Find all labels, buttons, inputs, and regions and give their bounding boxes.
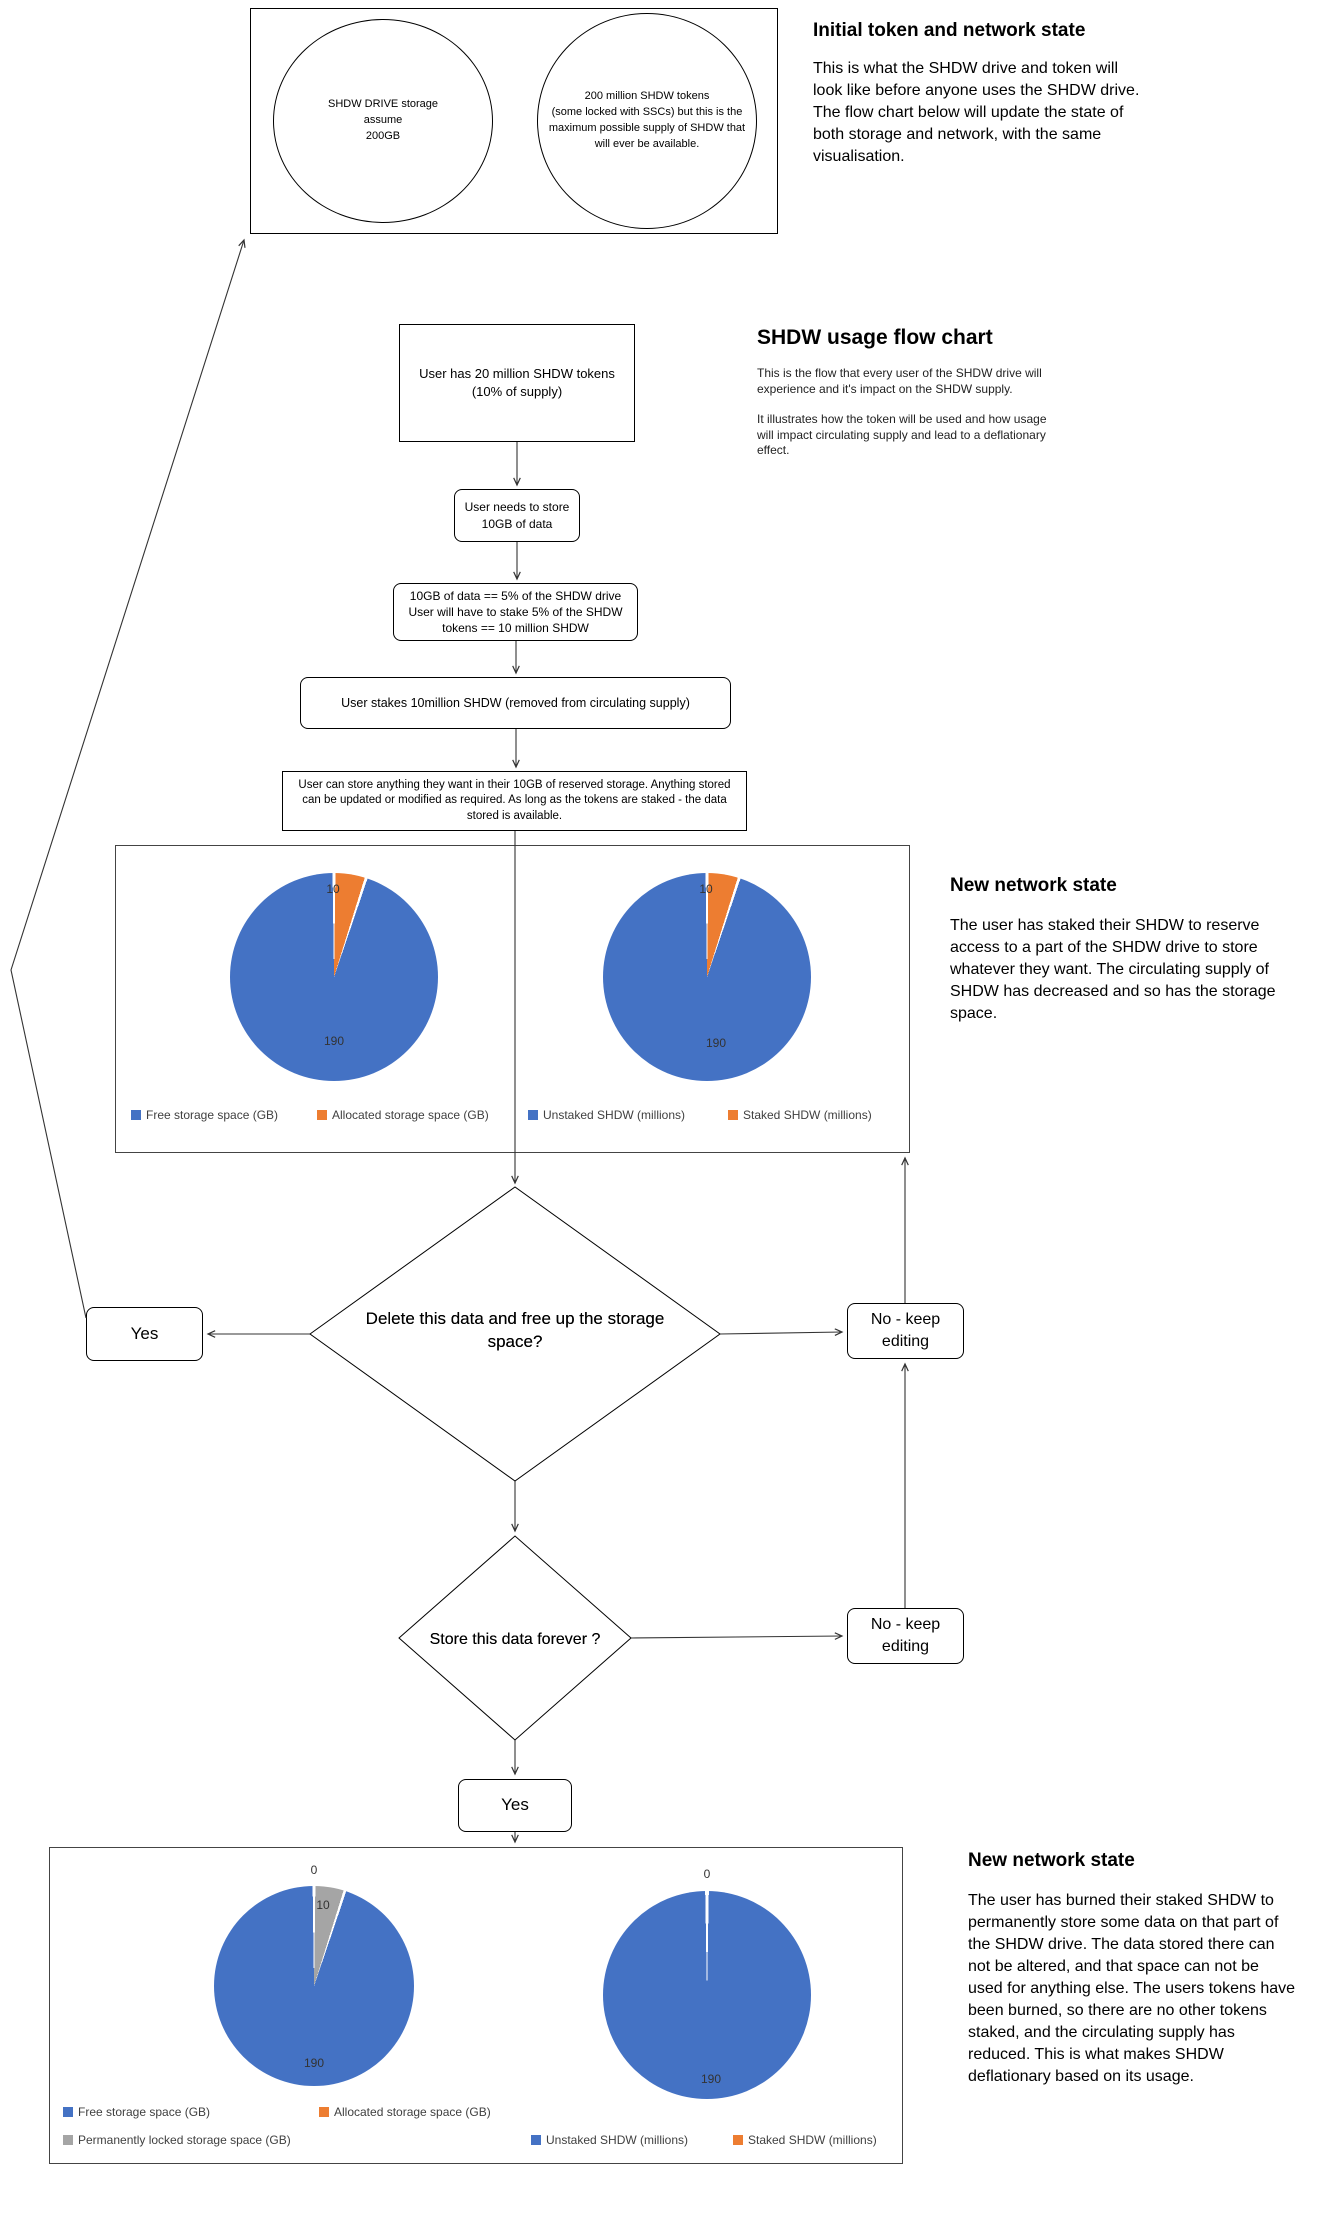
pie-label-state2-free: 190 xyxy=(303,2056,325,2070)
legend-swatch-blue xyxy=(63,2107,73,2117)
legend-swatch-orange xyxy=(319,2107,329,2117)
legend-label-free-storage: Free storage space (GB) xyxy=(146,1108,279,1122)
legend-item-unstaked: Unstaked SHDW (millions) xyxy=(528,1108,685,1122)
initial-state-description: This is what the SHDW drive and token wi… xyxy=(813,60,1140,165)
legend-item-locked-storage: Permanently locked storage space (GB) xyxy=(63,2133,291,2147)
legend-swatch-orange xyxy=(733,2135,743,2145)
pie-state2-tokens xyxy=(603,1891,811,2099)
legend-label-staked: Staked SHDW (millions) xyxy=(743,1108,872,1122)
step-user-tokens: User has 20 million SHDW tokens (10% of … xyxy=(399,324,635,442)
step-store-need: User needs to store 10GB of data xyxy=(454,489,580,542)
initial-state-heading: Initial token and network state xyxy=(813,20,1086,41)
network-state-1-description: The user has staked their SHDW to reserv… xyxy=(950,917,1276,1022)
step-stake-calc-text: 10GB of data == 5% of the SHDW drive Use… xyxy=(408,588,623,636)
pie-label-state1-unstaked: 190 xyxy=(705,1036,727,1050)
legend-label-staked-2: Staked SHDW (millions) xyxy=(748,2133,877,2147)
legend-swatch-orange xyxy=(317,1110,327,1120)
step-user-tokens-text: User has 20 million SHDW tokens (10% of … xyxy=(419,366,615,399)
legend-label-free-storage-2: Free storage space (GB) xyxy=(78,2105,211,2119)
arrow-decision2-to-no2 xyxy=(630,1632,844,1640)
pie-label-state1-free: 190 xyxy=(323,1034,345,1048)
legend-swatch-blue xyxy=(531,2135,541,2145)
arrow-decision1-to-no1 xyxy=(719,1328,844,1336)
legend-label-unstaked: Unstaked SHDW (millions) xyxy=(543,1108,686,1122)
legend-label-unstaked-2: Unstaked SHDW (millions) xyxy=(546,2133,689,2147)
no-node-2-label: No - keep editing xyxy=(870,1616,941,1655)
step-store-anything-text: User can store anything they want in the… xyxy=(298,778,731,822)
initial-state-panel: SHDW DRIVE storage assume 200GB 200 mill… xyxy=(250,8,778,234)
step-store-need-text: User needs to store 10GB of data xyxy=(464,500,570,531)
legend-item-staked-2: Staked SHDW (millions) xyxy=(733,2133,877,2147)
token-circle-text: 200 million SHDW tokens (some locked wit… xyxy=(548,90,746,150)
yes-node-2-label: Yes xyxy=(501,1795,529,1815)
storage-circle-text: SHDW DRIVE storage assume 200GB xyxy=(327,98,439,142)
step-stake-text: User stakes 10million SHDW (removed from… xyxy=(341,695,690,710)
pie-state2-storage xyxy=(214,1886,414,2086)
no-node-1: No - keep editing xyxy=(847,1303,964,1359)
flow-chart-description-1: This is the flow that every user of the … xyxy=(757,366,1042,396)
yes-node-2: Yes xyxy=(458,1779,572,1832)
storage-circle: SHDW DRIVE storage assume 200GB xyxy=(273,19,493,223)
pie-label-state1-allocated: 10 xyxy=(326,882,340,896)
step-stake: User stakes 10million SHDW (removed from… xyxy=(300,677,731,729)
legend-item-unstaked-2: Unstaked SHDW (millions) xyxy=(531,2133,688,2147)
legend-label-locked-storage: Permanently locked storage space (GB) xyxy=(78,2133,291,2147)
network-state-2-panel: 0 10 190 0 190 Free storage space (GB) A… xyxy=(49,1847,903,2164)
decision-forever-label-overlay: Store this data forever ? xyxy=(429,1631,601,1648)
pie-label-state2-unstaked: 190 xyxy=(700,2072,722,2086)
network-state-2-description: The user has burned their staked SHDW to… xyxy=(968,1892,1296,2085)
legend-item-allocated-storage: Allocated storage space (GB) xyxy=(317,1108,489,1122)
legend-item-free-storage-2: Free storage space (GB) xyxy=(63,2105,210,2119)
token-circle: 200 million SHDW tokens (some locked wit… xyxy=(537,13,757,229)
step-stake-calc: 10GB of data == 5% of the SHDW drive Use… xyxy=(393,583,638,641)
legend-item-allocated-storage-2: Allocated storage space (GB) xyxy=(319,2105,491,2119)
yes-node-1: Yes xyxy=(86,1307,203,1361)
pie-label-state1-staked: 10 xyxy=(699,882,713,896)
legend-swatch-gray xyxy=(63,2135,73,2145)
no-node-1-label: No - keep editing xyxy=(870,1311,941,1350)
legend-swatch-orange xyxy=(728,1110,738,1120)
legend-swatch-blue xyxy=(528,1110,538,1120)
pie-label-state2-allocated: 0 xyxy=(310,1863,318,1877)
arrow-yes1-to-initial-state xyxy=(10,238,246,1319)
legend-item-free-storage: Free storage space (GB) xyxy=(131,1108,278,1122)
yes-node-1-label: Yes xyxy=(130,1323,159,1343)
pie-label-state2-locked: 10 xyxy=(316,1898,330,1912)
pie-state1-storage xyxy=(230,873,438,1081)
pie-label-state2-staked: 0 xyxy=(703,1867,711,1881)
network-state-1-panel: 10 190 10 190 Free storage space (GB) Al… xyxy=(115,845,910,1153)
flow-chart-heading: SHDW usage flow chart xyxy=(757,326,993,349)
network-state-1-heading: New network state xyxy=(950,875,1117,896)
legend-label-allocated-storage-2: Allocated storage space (GB) xyxy=(334,2105,491,2119)
legend-swatch-blue xyxy=(131,1110,141,1120)
step-store-anything: User can store anything they want in the… xyxy=(282,771,747,831)
legend-label-allocated-storage: Allocated storage space (GB) xyxy=(332,1108,489,1122)
no-node-2: No - keep editing xyxy=(847,1608,964,1664)
flow-chart-description-2: It illustrates how the token will be use… xyxy=(757,412,1047,457)
decision-delete-label-overlay: Delete this data and free up the storage… xyxy=(365,1309,665,1351)
pie-state1-tokens xyxy=(603,873,811,1081)
legend-item-staked: Staked SHDW (millions) xyxy=(728,1108,872,1122)
network-state-2-heading: New network state xyxy=(968,1850,1135,1871)
